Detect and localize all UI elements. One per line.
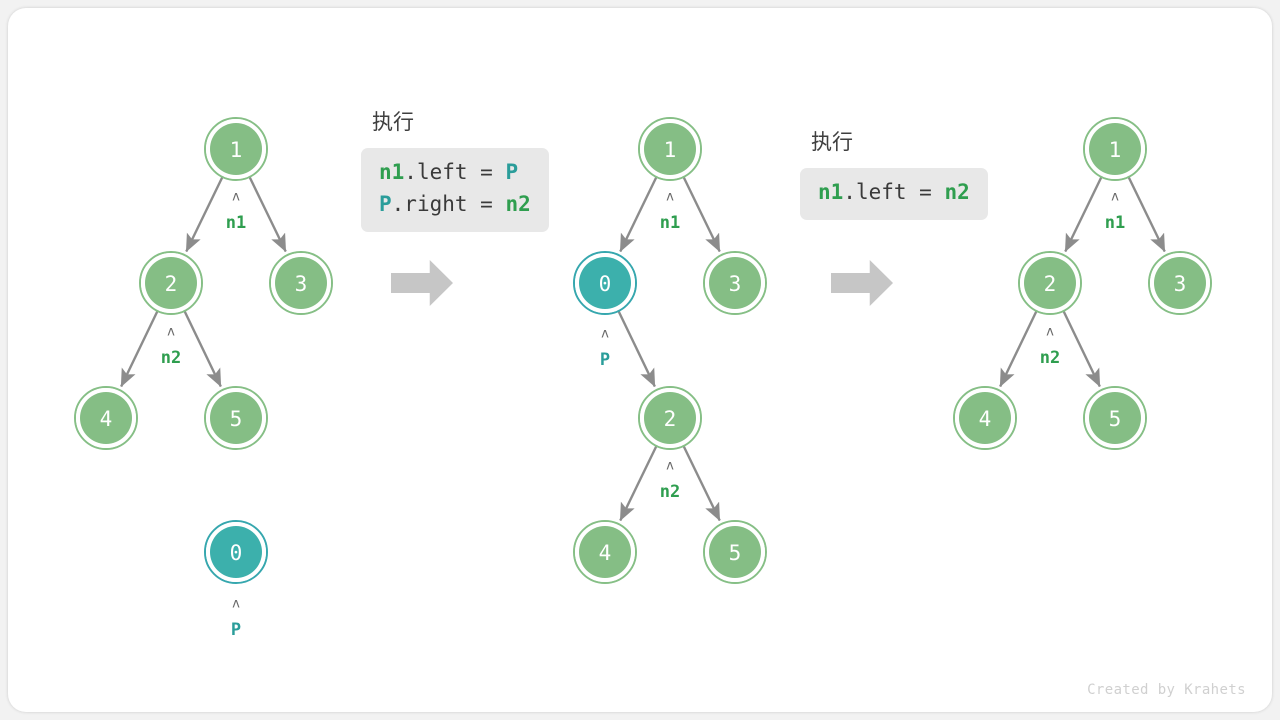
tree-node-value: 4 [979, 407, 992, 431]
tree-edge [1127, 175, 1166, 253]
pointer-caret-icon: ʌ [232, 190, 240, 205]
tree-edge [999, 309, 1039, 388]
tree-node[interactable]: 4 [953, 386, 1017, 450]
tree-edge [682, 444, 721, 522]
pointer-label: n1 [226, 213, 246, 233]
code-line: n1.left = P [379, 157, 531, 189]
tree-edge [619, 175, 658, 253]
tree-node-value: 1 [664, 138, 677, 162]
tree-node[interactable]: 2 [638, 386, 702, 450]
pointer-label: n2 [1040, 348, 1060, 368]
pointer-caret-icon: ʌ [1046, 325, 1054, 340]
code-token: .right = [391, 191, 506, 216]
code-token: P [505, 160, 519, 184]
tree-node[interactable]: 0 [204, 520, 268, 584]
tree-node-value: 2 [165, 272, 178, 296]
tree-node-value: 1 [230, 138, 243, 162]
tree-node[interactable]: 1 [204, 117, 268, 181]
tree-node[interactable]: 4 [573, 520, 637, 584]
tree-node[interactable]: 3 [269, 251, 333, 315]
code-line: n1.left = n2 [818, 177, 970, 209]
tree-node-value: 0 [230, 541, 243, 565]
code-token: .left = [843, 180, 945, 204]
pointer-caret-icon: ʌ [167, 325, 175, 340]
pointer-caret-icon: ʌ [666, 190, 674, 205]
pointer-label: n1 [660, 213, 680, 233]
tree-node-value: 2 [664, 407, 677, 431]
pointer-label: n2 [660, 482, 680, 502]
tree-node[interactable]: 1 [638, 117, 702, 181]
block-arrow-layer [391, 260, 893, 306]
tree-edge [1061, 309, 1101, 388]
tree-node[interactable]: 4 [74, 386, 138, 450]
transition-arrow-icon [391, 260, 453, 306]
tree-node[interactable]: 5 [1083, 386, 1147, 450]
tree-edge [185, 175, 224, 253]
tree-node[interactable]: 1 [1083, 117, 1147, 181]
tree-edge [682, 175, 721, 253]
node-layer: 1 2 3 4 5 0 1 0 3 2 4 5 1 2 3 4 5 [74, 117, 1212, 584]
tree-node-value: 3 [295, 272, 308, 296]
exec-label: 执行 [811, 131, 853, 154]
tree-node-value: 5 [230, 407, 243, 431]
tree-node[interactable]: 3 [703, 251, 767, 315]
code-line: P.right = n2 [379, 189, 531, 221]
exec-label: 执行 [372, 111, 414, 134]
code-token: n2 [944, 180, 970, 204]
edge-layer [120, 175, 1166, 522]
tree-node-value: 3 [1174, 272, 1187, 296]
pointer-caret-icon: ʌ [666, 459, 674, 474]
code-token: n1 [818, 180, 844, 204]
pointer-label: P [600, 350, 610, 370]
tree-node-value: 5 [729, 541, 742, 565]
tree-node[interactable]: 0 [573, 251, 637, 315]
code-box: n1.left = n2 [800, 168, 988, 220]
tree-node-value: 1 [1109, 138, 1122, 162]
tree-node[interactable]: 5 [703, 520, 767, 584]
tree-node[interactable]: 2 [1018, 251, 1082, 315]
tree-edge [616, 309, 656, 388]
pointer-caret-icon: ʌ [232, 597, 240, 612]
tree-edge [182, 309, 222, 388]
pointer-label: P [231, 620, 241, 640]
pointer-caret-icon: ʌ [601, 327, 609, 342]
tree-node[interactable]: 5 [204, 386, 268, 450]
tree-node[interactable]: 3 [1148, 251, 1212, 315]
code-token: n1 [379, 160, 405, 184]
tree-node-value: 3 [729, 272, 742, 296]
code-token: .left = [404, 160, 506, 184]
tree-node-value: 0 [599, 272, 612, 296]
credit-text: Created by Krahets [1087, 682, 1246, 698]
code-token: P [379, 191, 392, 216]
tree-edge [619, 444, 658, 522]
code-token: n2 [505, 191, 531, 216]
tree-edge [248, 175, 287, 253]
tree-node-value: 4 [100, 407, 113, 431]
pointer-caret-icon: ʌ [1111, 190, 1119, 205]
tree-node-value: 5 [1109, 407, 1122, 431]
tree-node-value: 2 [1044, 272, 1057, 296]
transition-arrow-icon [831, 260, 893, 306]
tree-edge [120, 309, 160, 388]
tree-node[interactable]: 2 [139, 251, 203, 315]
tree-edge [1064, 175, 1103, 253]
pointer-label: n1 [1105, 213, 1125, 233]
tree-node-value: 4 [599, 541, 612, 565]
pointer-label: n2 [161, 348, 181, 368]
